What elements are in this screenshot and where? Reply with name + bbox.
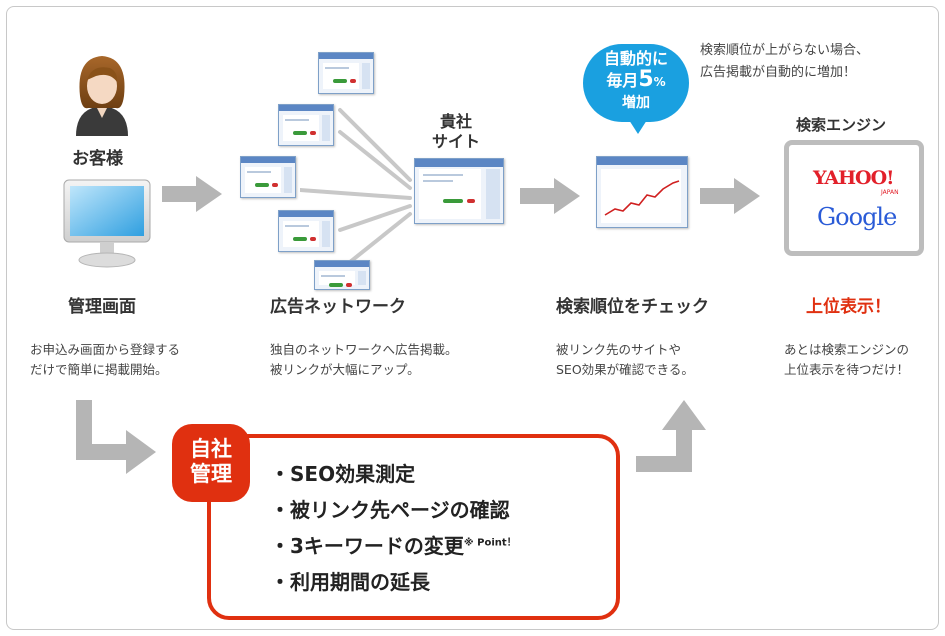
top-note: 検索順位が上がらない場合、 広告掲載が自動的に増加！	[700, 40, 869, 84]
flow-arrow-1	[162, 176, 222, 212]
rank-line-chart-icon	[601, 169, 681, 223]
your-site-window	[414, 158, 504, 224]
yahoo-logo: YAHOO!	[813, 167, 894, 189]
step-desc-admin: お申込み画面から登録する だけで簡単に掲載開始。	[30, 340, 180, 380]
google-logo-text: Google	[817, 203, 897, 231]
bubble-line1: 自動的に	[603, 49, 668, 68]
step-desc-ad-network: 独自のネットワークへ広告掲載。 被リンクが大幅にアップ。	[270, 340, 458, 380]
badge-line2: 管理	[190, 462, 232, 486]
step-title-top-rank: 上位表示！	[806, 297, 891, 317]
top-note-line1: 検索順位が上がらない場合、	[700, 43, 870, 58]
bubble-line3: 増加	[622, 95, 650, 111]
badge-line1: 自社	[190, 437, 232, 461]
management-item: ・利用期間の延長	[270, 570, 430, 594]
bubble-unit: %	[653, 75, 666, 89]
top-note-line2: 広告掲載が自動的に増加！	[700, 65, 857, 80]
network-site-window	[278, 104, 334, 146]
self-management-box	[207, 434, 620, 620]
network-site-window	[240, 156, 296, 198]
management-item: ・3キーワードの変更※ Point！	[270, 530, 517, 559]
point-note: ※ Point！	[463, 537, 517, 549]
customer-person-icon	[76, 56, 128, 136]
step-title-rank-check: 検索順位をチェック	[556, 297, 709, 317]
customer-label: お客様	[72, 149, 123, 169]
management-item: ・SEO効果測定	[270, 462, 416, 486]
step-desc-rank-check: 被リンク先のサイトや SEO効果が確認できる。	[556, 340, 694, 380]
bubble-number: 5	[638, 67, 654, 92]
bent-arrow-right-up	[636, 400, 706, 472]
management-item-text: ・3キーワードの変更	[270, 534, 464, 558]
monitor-icon	[63, 179, 151, 268]
site-label: 貴社 サイト	[432, 112, 480, 152]
bent-arrow-down-right	[76, 400, 156, 474]
step-desc-line: 被リンク先のサイトや	[556, 342, 682, 357]
step-desc-line: 上位表示を待つだけ！	[784, 362, 910, 377]
search-engine-box: YAHOO! JAPAN Google	[784, 140, 924, 256]
self-management-badge: 自社 管理	[172, 424, 250, 502]
auto-increase-bubble: 自動的に 毎月5% 増加	[583, 44, 689, 134]
yahoo-japan-logo: JAPAN	[881, 189, 899, 196]
step-desc-line: SEO効果が確認できる。	[556, 362, 694, 377]
network-site-window	[278, 210, 334, 252]
step-desc-line: 被リンクが大幅にアップ。	[270, 362, 420, 377]
flow-arrow-3	[700, 178, 760, 214]
step-desc-line: あとは検索エンジンの	[784, 342, 910, 357]
step-desc-top-rank: あとは検索エンジンの 上位表示を待つだけ！	[784, 340, 909, 380]
flow-arrow-2	[520, 178, 580, 214]
network-site-window	[318, 52, 374, 94]
step-desc-line: お申込み画面から登録する	[30, 342, 181, 357]
management-item: ・被リンク先ページの確認	[270, 498, 510, 522]
rank-check-window	[596, 156, 688, 228]
search-engine-label: 検索エンジン	[796, 116, 887, 134]
site-label-line1: 貴社	[440, 112, 473, 131]
step-desc-line: だけで簡単に掲載開始。	[30, 362, 168, 377]
google-logo: Google	[817, 203, 897, 231]
network-site-window	[314, 260, 370, 290]
step-desc-line: 独自のネットワークへ広告掲載。	[270, 342, 458, 357]
site-label-line2: サイト	[432, 132, 481, 151]
bubble-line2: 毎月5%	[583, 69, 689, 93]
step-title-admin: 管理画面	[68, 297, 136, 317]
step-title-ad-network: 広告ネットワーク	[270, 297, 406, 317]
bubble-line2-prefix: 毎月	[606, 71, 639, 90]
